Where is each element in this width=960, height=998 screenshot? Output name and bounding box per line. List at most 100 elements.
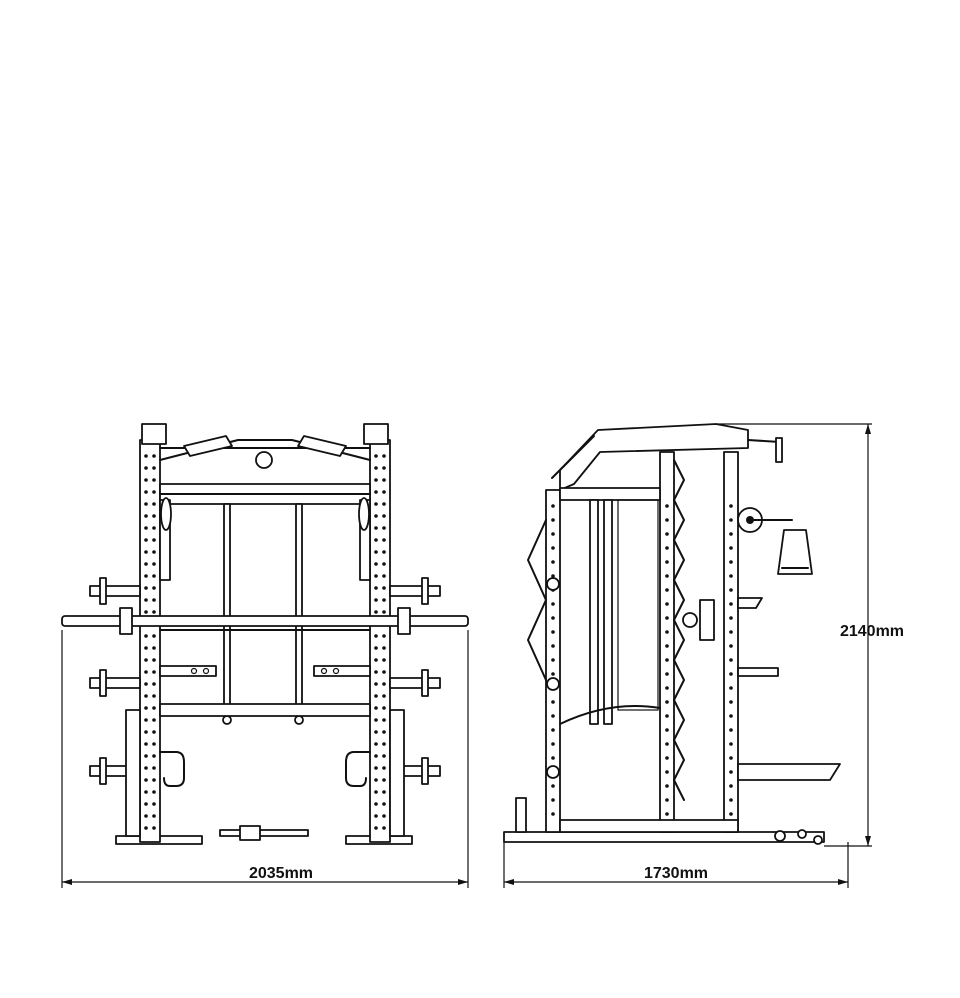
upright-hole	[144, 694, 148, 698]
upright-hole	[374, 802, 378, 806]
front-j-hook-left	[159, 751, 185, 787]
upright-hole	[665, 728, 669, 732]
upright-hole	[144, 610, 148, 614]
side-floor-weight-c	[813, 835, 823, 845]
upright-hole	[152, 658, 156, 662]
upright-hole	[374, 730, 378, 734]
front-rod-foot-left	[222, 715, 232, 725]
upright-hole	[144, 562, 148, 566]
upright-hole	[382, 754, 386, 758]
upright-hole	[382, 490, 386, 494]
upright-hole	[152, 682, 156, 686]
upright-hole	[729, 588, 733, 592]
upright-hole	[152, 610, 156, 614]
front-j-hook-right	[345, 751, 371, 787]
upright-hole	[374, 550, 378, 554]
upright-hole	[382, 730, 386, 734]
upright-hole	[729, 532, 733, 536]
upright-hole	[382, 586, 386, 590]
height-label: 2140mm	[840, 623, 904, 640]
upright-hole	[374, 598, 378, 602]
upright-hole	[144, 790, 148, 794]
upright-hole	[144, 538, 148, 542]
upright-hole	[152, 526, 156, 530]
upright-hole	[374, 790, 378, 794]
side-floor-weight-b	[797, 829, 807, 839]
upright-hole	[382, 526, 386, 530]
upright-hole	[729, 700, 733, 704]
upright-hole	[551, 560, 555, 564]
upright-hole	[382, 790, 386, 794]
upright-hole	[374, 694, 378, 698]
side-lower-shelf	[737, 763, 841, 781]
front-rod-foot-right	[294, 715, 304, 725]
upright-hole	[665, 630, 669, 634]
upright-hole	[382, 610, 386, 614]
upright-hole	[374, 718, 378, 722]
upright-hole	[152, 454, 156, 458]
front-floor-handle	[219, 829, 309, 837]
upright-hole	[382, 550, 386, 554]
side-stack-shroud	[559, 705, 661, 725]
front-lower-frame	[159, 703, 371, 717]
upright-hole	[144, 778, 148, 782]
front-guide-rod-left	[223, 503, 231, 721]
upright-hole	[551, 504, 555, 508]
upright-hole	[665, 546, 669, 550]
upright-hole	[551, 798, 555, 802]
upright-hole	[374, 658, 378, 662]
side-top-extension	[747, 439, 781, 443]
upright-hole	[729, 546, 733, 550]
upright-hole	[374, 478, 378, 482]
upright-hole	[144, 826, 148, 830]
upright-hole	[382, 742, 386, 746]
upright-hole	[374, 586, 378, 590]
upright-hole	[729, 616, 733, 620]
upright-hole	[144, 718, 148, 722]
upright-hole	[382, 718, 386, 722]
side-upper-shelf	[737, 597, 763, 609]
upright-hole	[729, 770, 733, 774]
upright-hole	[665, 700, 669, 704]
upright-hole	[382, 694, 386, 698]
upright-hole	[144, 766, 148, 770]
upright-hole	[729, 630, 733, 634]
upright-hole	[729, 672, 733, 676]
upright-hole	[152, 598, 156, 602]
upright-hole	[144, 802, 148, 806]
front-weight-horns	[89, 577, 441, 785]
upright-hole	[665, 602, 669, 606]
upright-hole	[374, 814, 378, 818]
side-middle-upright	[659, 451, 675, 833]
upright-hole	[551, 700, 555, 704]
upright-hole	[729, 812, 733, 816]
upright-hole	[729, 798, 733, 802]
upright-hole	[382, 682, 386, 686]
upright-hole	[382, 574, 386, 578]
front-center-pulley	[255, 451, 273, 469]
upright-hole	[152, 814, 156, 818]
front-left-grip	[183, 435, 233, 457]
upright-hole	[374, 610, 378, 614]
front-floor-handle-center	[239, 825, 261, 841]
front-width-label: 2035mm	[249, 865, 313, 882]
upright-hole	[152, 730, 156, 734]
upright-hole	[152, 790, 156, 794]
upright-hole	[382, 658, 386, 662]
side-depth-label: 1730mm	[644, 865, 708, 882]
upright-hole	[144, 742, 148, 746]
upright-hole	[144, 682, 148, 686]
upright-hole	[729, 728, 733, 732]
dimension-lines	[61, 423, 872, 888]
upright-hole	[665, 770, 669, 774]
upright-hole	[152, 718, 156, 722]
upright-hole	[551, 812, 555, 816]
upright-hole	[152, 562, 156, 566]
upright-hole	[374, 670, 378, 674]
front-guide-rod-right	[295, 503, 303, 721]
side-floor-weight-a	[774, 830, 786, 842]
upright-hole	[665, 658, 669, 662]
upright-hole	[382, 766, 386, 770]
upright-hole	[729, 644, 733, 648]
